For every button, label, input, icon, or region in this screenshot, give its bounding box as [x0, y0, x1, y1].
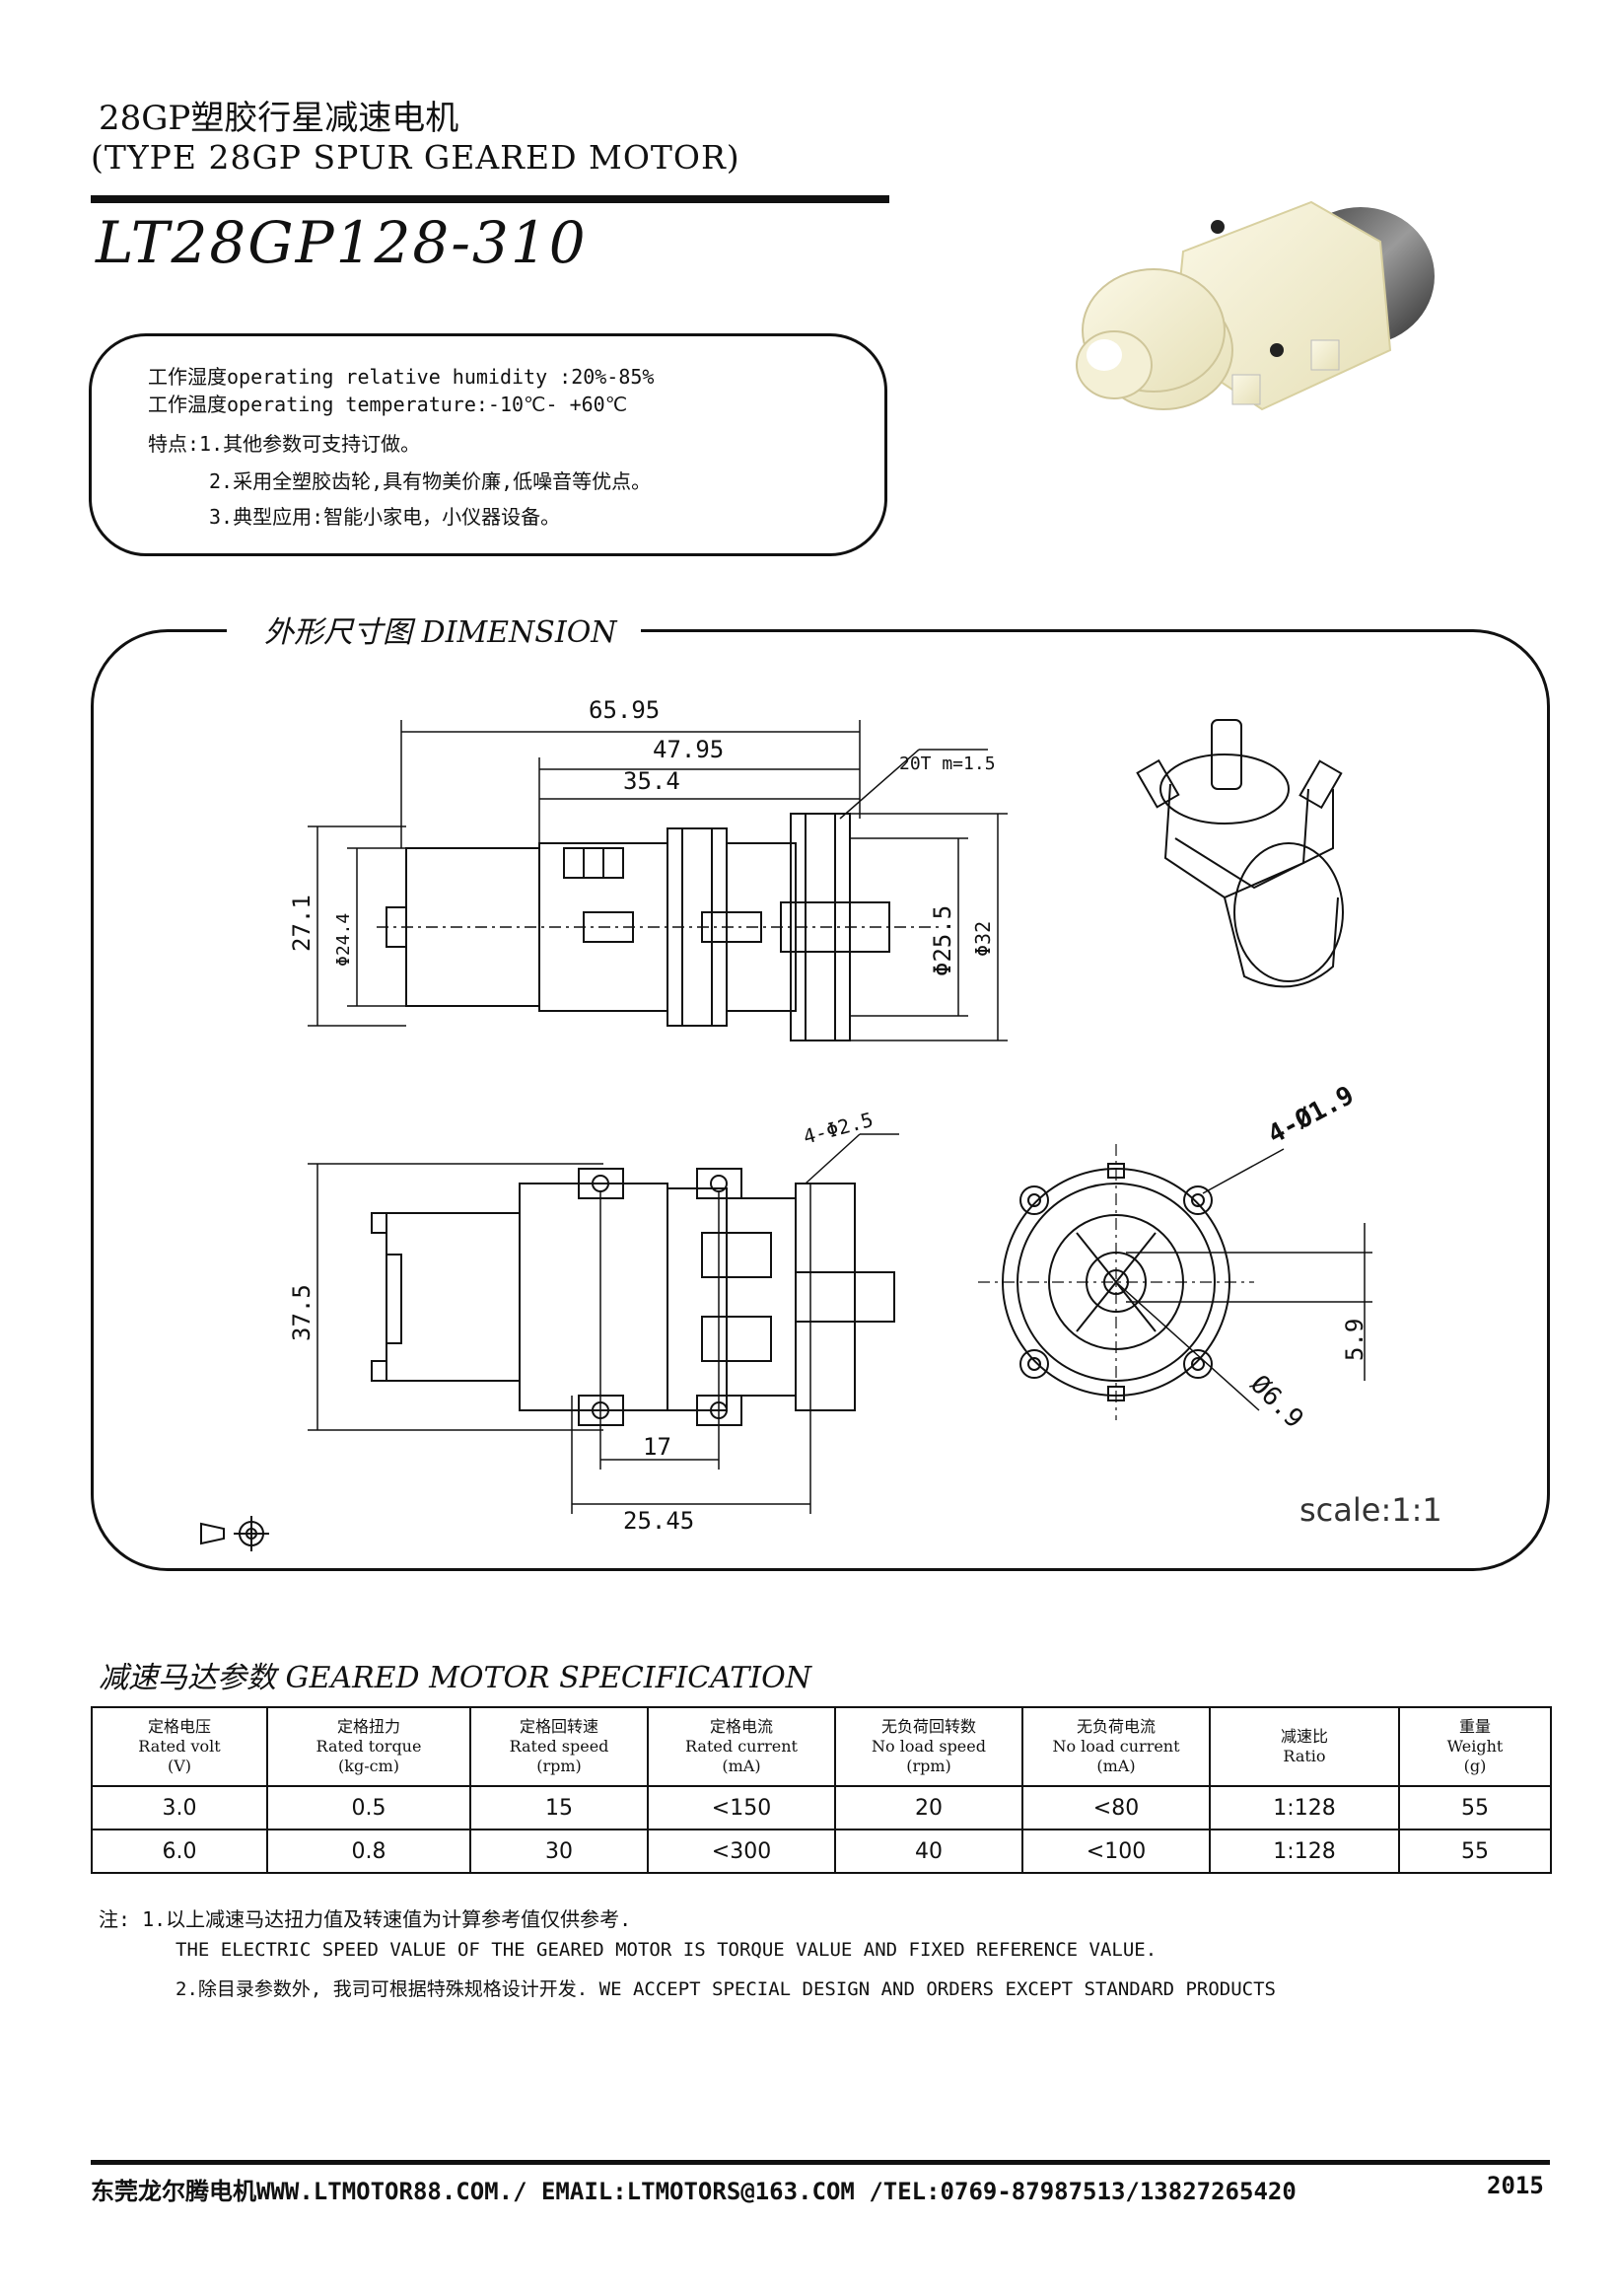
- cell-weight: 55: [1398, 1829, 1552, 1874]
- title-english: (TYPE 28GP SPUR GEARED MOTOR): [91, 138, 740, 177]
- cell-no-load-current: <80: [1021, 1785, 1211, 1830]
- humidity-spec: 工作湿度operating relative humidity :20%-85%: [148, 365, 655, 389]
- temperature-spec: 工作温度operating temperature:-10℃- +60℃: [148, 393, 628, 416]
- title-divider: [91, 195, 889, 203]
- table-row: 6.0 0.8 30 <300 40 <100 1:128 55: [91, 1829, 1552, 1874]
- footer-year: 2015: [1487, 2172, 1544, 2199]
- front-view-dimensions: [1115, 1148, 1372, 1411]
- cell-rated-torque: 0.8: [266, 1829, 471, 1874]
- cell-rated-volt: 3.0: [91, 1785, 268, 1830]
- dim-27-1: 27.1: [288, 895, 316, 952]
- scale-label: scale:1:1: [1299, 1491, 1442, 1529]
- cell-rated-volt: 6.0: [91, 1829, 268, 1874]
- table-row: 3.0 0.5 15 <150 20 <80 1:128 55: [91, 1785, 1552, 1830]
- isometric-view: [1136, 719, 1344, 988]
- note-2: 2.除目录参数外, 我司可根据特殊规格设计开发. WE ACCEPT SPECI…: [175, 1978, 1276, 2000]
- cell-no-load-speed: 40: [834, 1829, 1023, 1874]
- dim-5-9: 5.9: [1341, 1319, 1368, 1361]
- cell-rated-speed: 30: [469, 1829, 649, 1874]
- feature-1: 特点:1.其他参数可支持订做。: [148, 432, 421, 456]
- dim-17: 17: [643, 1433, 671, 1461]
- cell-no-load-current: <100: [1021, 1829, 1211, 1874]
- side-view-dimensions: [308, 720, 1008, 1041]
- operating-info-box: [89, 333, 887, 556]
- cell-ratio: 1:128: [1209, 1829, 1400, 1874]
- cell-rated-current: <300: [647, 1829, 836, 1874]
- feature-3: 3.典型应用:智能小家电，小仪器设备。: [209, 505, 561, 529]
- cell-weight: 55: [1398, 1785, 1552, 1830]
- side-view: [377, 813, 939, 1041]
- dim-47-95: 47.95: [653, 736, 724, 763]
- dim-holes-1-9: 4-Ø1.9: [1263, 1081, 1359, 1151]
- dim-25-5: Φ25.5: [929, 905, 956, 976]
- dim-65-95: 65.95: [589, 696, 660, 724]
- dim-24-4: Φ24.4: [333, 913, 354, 967]
- dimension-frame: [91, 629, 1550, 1571]
- product-photo: [1076, 200, 1435, 411]
- cell-ratio: 1:128: [1209, 1785, 1400, 1830]
- title-chinese: 28GP塑胶行星减速电机: [99, 99, 459, 138]
- dim-32: Φ32: [971, 921, 995, 957]
- dim-35-4: 35.4: [623, 767, 680, 795]
- dim-25-45: 25.45: [623, 1507, 694, 1535]
- cell-rated-current: <150: [647, 1785, 836, 1830]
- cell-rated-speed: 15: [469, 1785, 649, 1830]
- top-view: [371, 1168, 895, 1426]
- top-view-dimensions: [308, 1133, 899, 1514]
- footer-contact: 东莞龙尔腾电机WWW.LTMOTOR88.COM./ EMAIL:LTMOTOR…: [91, 2178, 1297, 2205]
- footer-divider: [91, 2160, 1550, 2165]
- cell-no-load-speed: 20: [834, 1785, 1023, 1830]
- dim-holes-2-5: 4-Φ2.5: [801, 1108, 876, 1149]
- dimension-title: 外形尺寸图 DIMENSION: [264, 615, 617, 650]
- cell-rated-torque: 0.5: [266, 1785, 471, 1830]
- dim-37-5: 37.5: [288, 1284, 316, 1341]
- spec-title: 减速马达参数 GEARED MOTOR SPECIFICATION: [99, 1661, 811, 1695]
- note-1-english: THE ELECTRIC SPEED VALUE OF THE GEARED M…: [175, 1939, 1158, 1961]
- model-number: LT28GP128-310: [96, 209, 588, 276]
- feature-2: 2.采用全塑胶齿轮,具有物美价廉,低噪音等优点。: [209, 469, 652, 493]
- dimension-drawing: 65.95 47.95 35.4 20T m=1.5 27.1 Φ24.4 Φ2…: [200, 696, 1372, 1551]
- projection-symbol-icon: [200, 1516, 269, 1551]
- dim-gear: 20T m=1.5: [899, 753, 996, 774]
- dim-6-9: Ø6.9: [1244, 1370, 1308, 1434]
- note-1: 注: 1.以上减速马达扭力值及转速值为计算参考值仅供参考.: [99, 1907, 632, 1931]
